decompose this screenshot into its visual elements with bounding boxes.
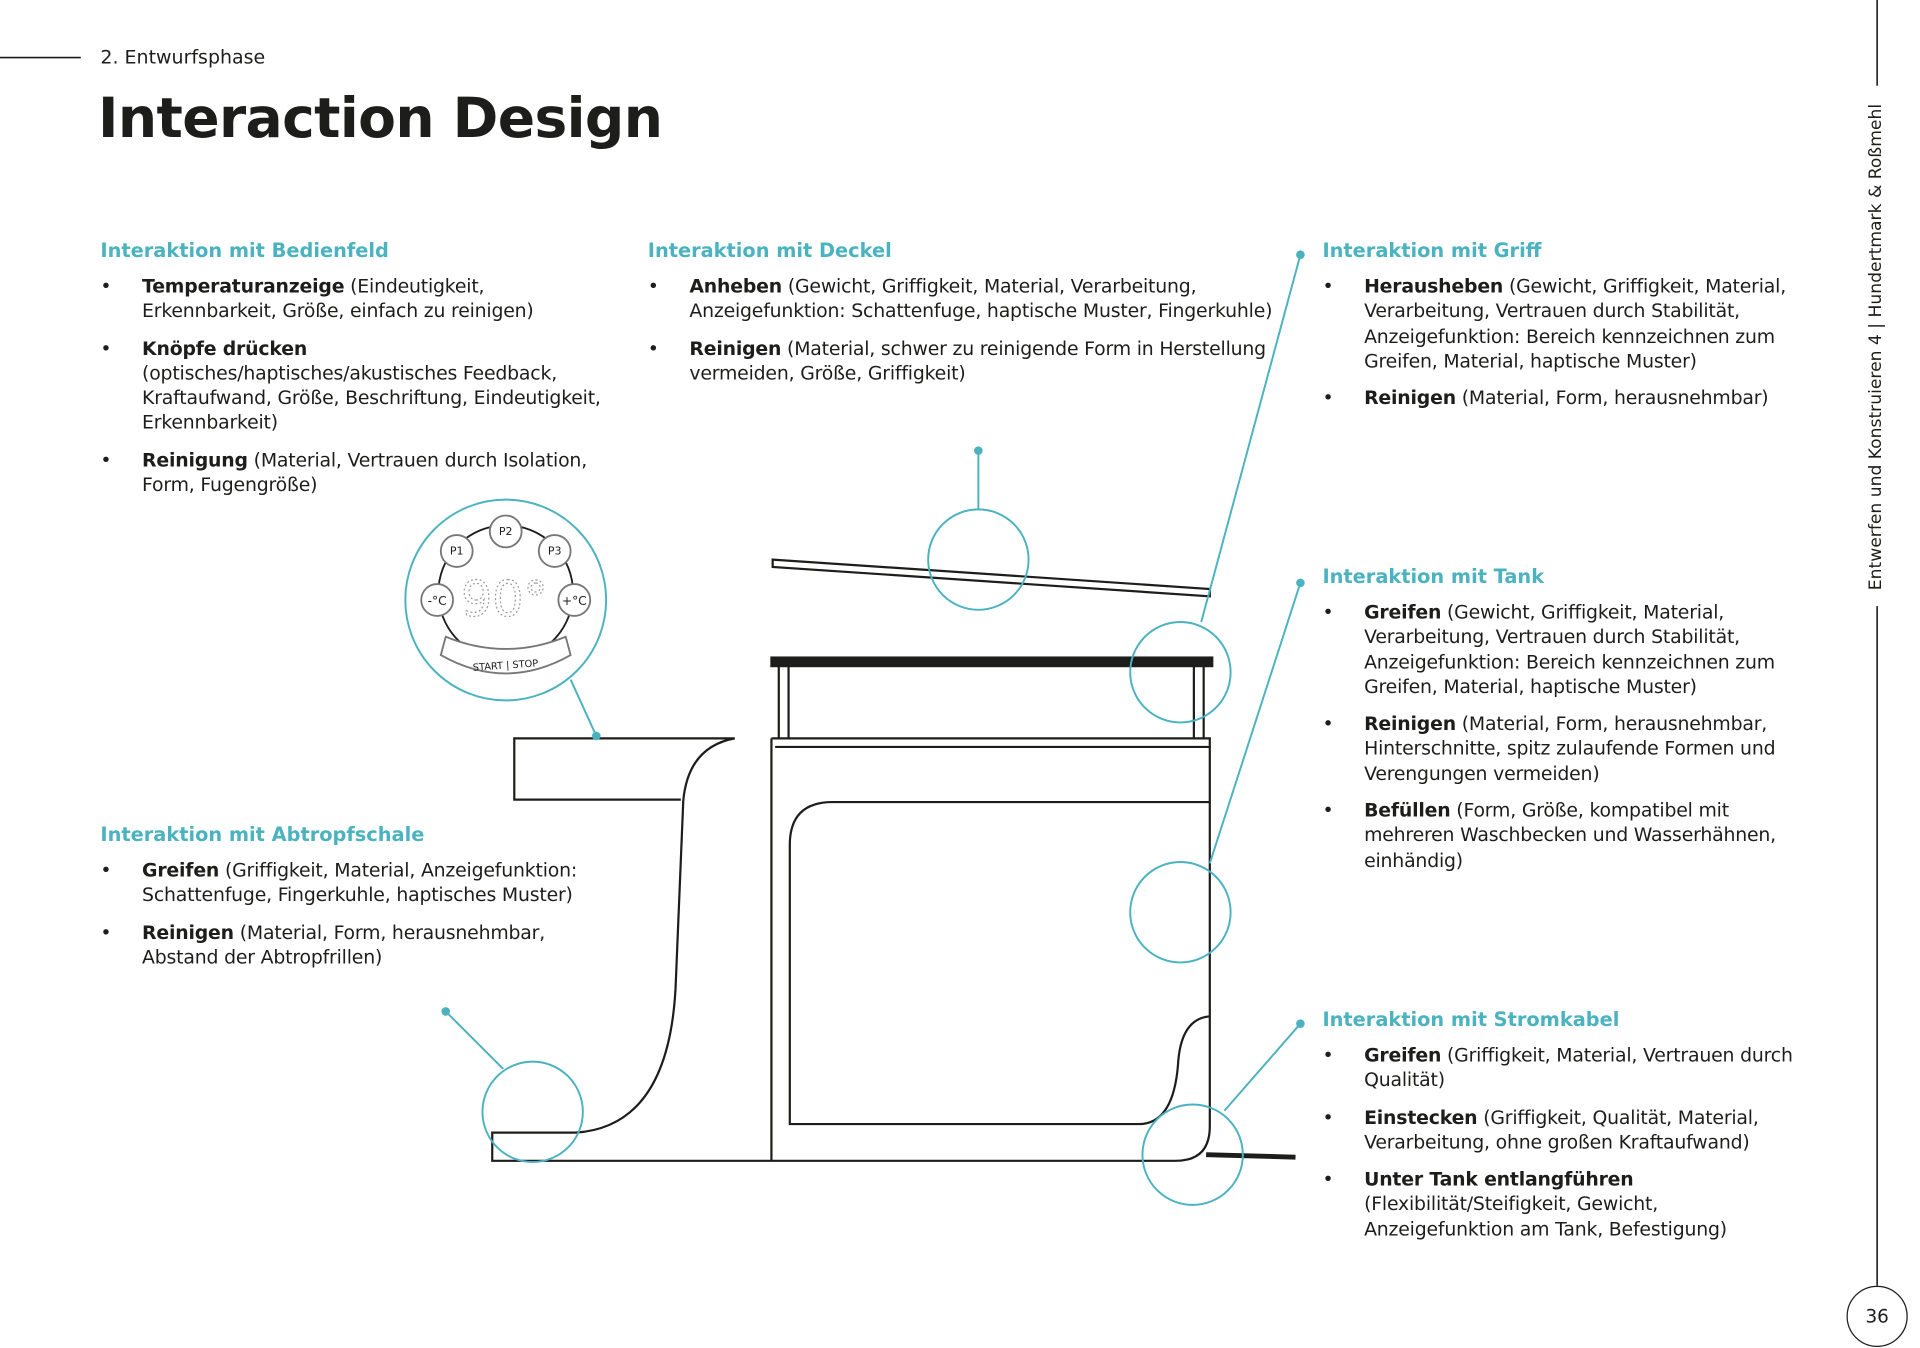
item-term: Einstecken — [1364, 1106, 1478, 1129]
item-description: (Eindeutigkeit, Erkennbarkeit, Größe, ei… — [142, 275, 534, 323]
item-description: (Material, Form, herausnehmbar, Hintersc… — [1364, 712, 1776, 785]
section-stromkabel: Interaktion mit StromkabelGreifen (Griff… — [1322, 1008, 1812, 1254]
p1-button[interactable] — [439, 534, 474, 568]
page-number: 36 — [1846, 1285, 1908, 1347]
bullet-list: Greifen (Griffigkeit, Material, Anzeigef… — [100, 858, 602, 970]
section-heading: Interaktion mit Abtropfschale — [100, 822, 425, 847]
item-term: Reinigen — [1364, 712, 1456, 735]
item-term: Anheben — [689, 275, 783, 298]
list-item: Reinigen (Material, Form, herausnehmbar,… — [100, 920, 602, 970]
item-term: Reinigen — [1364, 387, 1456, 410]
item-description: (Griffigkeit, Qualität, Material, Verarb… — [1364, 1106, 1759, 1154]
list-item: Greifen (Gewicht, Griffigkeit, Material,… — [1322, 600, 1812, 699]
item-term: Reinigen — [689, 337, 782, 360]
item-description: (Form, Größe, kompatibel mit mehreren Wa… — [1364, 799, 1776, 872]
item-description: (optisches/haptisches/akustisches Feedba… — [142, 362, 601, 435]
list-item: Reinigung (Material, Vertrauen durch Iso… — [100, 448, 614, 498]
section-abtropfschale: Interaktion mit AbtropfschaleGreifen (Gr… — [100, 823, 602, 982]
item-description: (Gewicht, Griffigkeit, Material, Verarbe… — [1364, 601, 1775, 698]
p1-label: P1 — [450, 545, 464, 558]
list-item: Herausheben (Gewicht, Griffigkeit, Mater… — [1322, 274, 1787, 373]
section-heading: Interaktion mit Griff — [1322, 238, 1542, 263]
control-panel: START | STOP P2 P1 P3 -°C +°C 90° — [420, 514, 592, 675]
item-term: Unter Tank entlangführen — [1364, 1168, 1634, 1191]
section-heading: Interaktion mit Deckel — [647, 238, 892, 263]
section-heading: Interaktion mit Tank — [1322, 564, 1545, 588]
list-item: Greifen (Griffigkeit, Material, Anzeigef… — [100, 858, 602, 908]
callouts — [404, 254, 1302, 1206]
list-item: Reinigen (Material, schwer zu reinigende… — [648, 336, 1279, 386]
item-term: Reinigung — [142, 449, 248, 472]
bullet-list: Greifen (Griffigkeit, Material, Vertraue… — [1322, 1043, 1812, 1241]
item-term: Temperaturanzeige — [142, 275, 345, 298]
page-title: Interaction Design — [97, 85, 663, 151]
item-term: Herausheben — [1364, 275, 1504, 298]
item-description: (Flexibilität/Steifigkeit, Gewicht, Anze… — [1364, 1193, 1727, 1241]
start-stop-button[interactable] — [439, 635, 572, 675]
item-term: Befüllen — [1364, 799, 1451, 822]
section-heading: Interaktion mit Bedienfeld — [100, 238, 389, 263]
item-description: (Material, schwer zu reinigende Form in … — [689, 337, 1266, 385]
tank-body — [491, 737, 1211, 1162]
bullet-list: Herausheben (Gewicht, Griffigkeit, Mater… — [1322, 274, 1787, 411]
item-description: (Griffigkeit, Material, Vertrauen durch … — [1364, 1044, 1793, 1092]
p2-button[interactable] — [488, 514, 523, 549]
item-term: Greifen — [1364, 1044, 1442, 1067]
control-shelf — [513, 737, 735, 801]
sidebar-text: Entwerfen und Konstruieren 4 | Hundertma… — [1866, 103, 1886, 591]
list-item: Einstecken (Griffigkeit, Qualität, Mater… — [1322, 1105, 1812, 1155]
tank-window — [788, 800, 1210, 1126]
list-item: Reinigen (Material, Form, herausnehmbar,… — [1322, 712, 1812, 787]
lid — [771, 558, 1211, 598]
start-stop-label: START | STOP — [473, 658, 539, 674]
item-term: Reinigen — [142, 921, 234, 944]
plus-label: +°C — [562, 594, 587, 608]
item-description: (Material, Form, herausnehmbar, Abstand … — [142, 921, 546, 969]
list-item: Anheben (Gewicht, Griffigkeit, Material,… — [648, 274, 1279, 324]
bullet-list: Greifen (Gewicht, Griffigkeit, Material,… — [1322, 600, 1812, 873]
list-item: Temperaturanzeige (Eindeutigkeit, Erkenn… — [100, 274, 614, 324]
item-term: Greifen — [1364, 601, 1442, 624]
kettle-drawing — [491, 558, 1296, 1162]
handle-bar — [770, 656, 1214, 668]
p2-label: P2 — [499, 525, 513, 538]
list-item: Unter Tank entlangführen (Flexibilität/S… — [1322, 1167, 1812, 1242]
section-bedienfeld: Interaktion mit BedienfeldTemperaturanze… — [100, 239, 614, 510]
temp-down-button[interactable] — [420, 583, 454, 617]
item-term: Greifen — [142, 859, 220, 882]
temp-up-button[interactable] — [557, 583, 592, 617]
bullet-list: Temperaturanzeige (Eindeutigkeit, Erkenn… — [100, 274, 614, 497]
list-item: Reinigen (Material, Form, herausnehmbar) — [1322, 386, 1787, 411]
item-description: (Material, Vertrauen durch Isolation, Fo… — [142, 449, 588, 497]
section-heading: Interaktion mit Stromkabel — [1322, 1007, 1620, 1032]
temperature-display: 90° — [461, 571, 548, 628]
chapter-label: 2. Entwurfsphase — [100, 46, 266, 69]
item-term: Knöpfe drücken — [142, 337, 308, 360]
power-cable — [1206, 1152, 1296, 1160]
item-description: (Griffigkeit, Material, Anzeigefunktion:… — [142, 859, 578, 907]
minus-label: -°C — [428, 594, 447, 608]
section-griff: Interaktion mit GriffHerausheben (Gewich… — [1322, 239, 1787, 423]
item-description: (Gewicht, Griffigkeit, Material, Verarbe… — [689, 275, 1273, 323]
p3-button[interactable] — [537, 534, 572, 568]
item-description: (Material, Form, herausnehmbar) — [1455, 387, 1769, 410]
list-item: Greifen (Griffigkeit, Material, Vertraue… — [1322, 1043, 1812, 1093]
section-deckel: Interaktion mit DeckelAnheben (Gewicht, … — [648, 239, 1279, 398]
bullet-list: Anheben (Gewicht, Griffigkeit, Material,… — [648, 274, 1279, 386]
list-item: Knöpfe drücken (optisches/haptisches/aku… — [100, 336, 614, 435]
list-item: Befüllen (Form, Größe, kompatibel mit me… — [1322, 798, 1812, 873]
p3-label: P3 — [548, 545, 562, 558]
item-description: (Gewicht, Griffigkeit, Material, Verarbe… — [1364, 275, 1787, 373]
section-tank: Interaktion mit TankGreifen (Gewicht, Gr… — [1322, 564, 1812, 885]
